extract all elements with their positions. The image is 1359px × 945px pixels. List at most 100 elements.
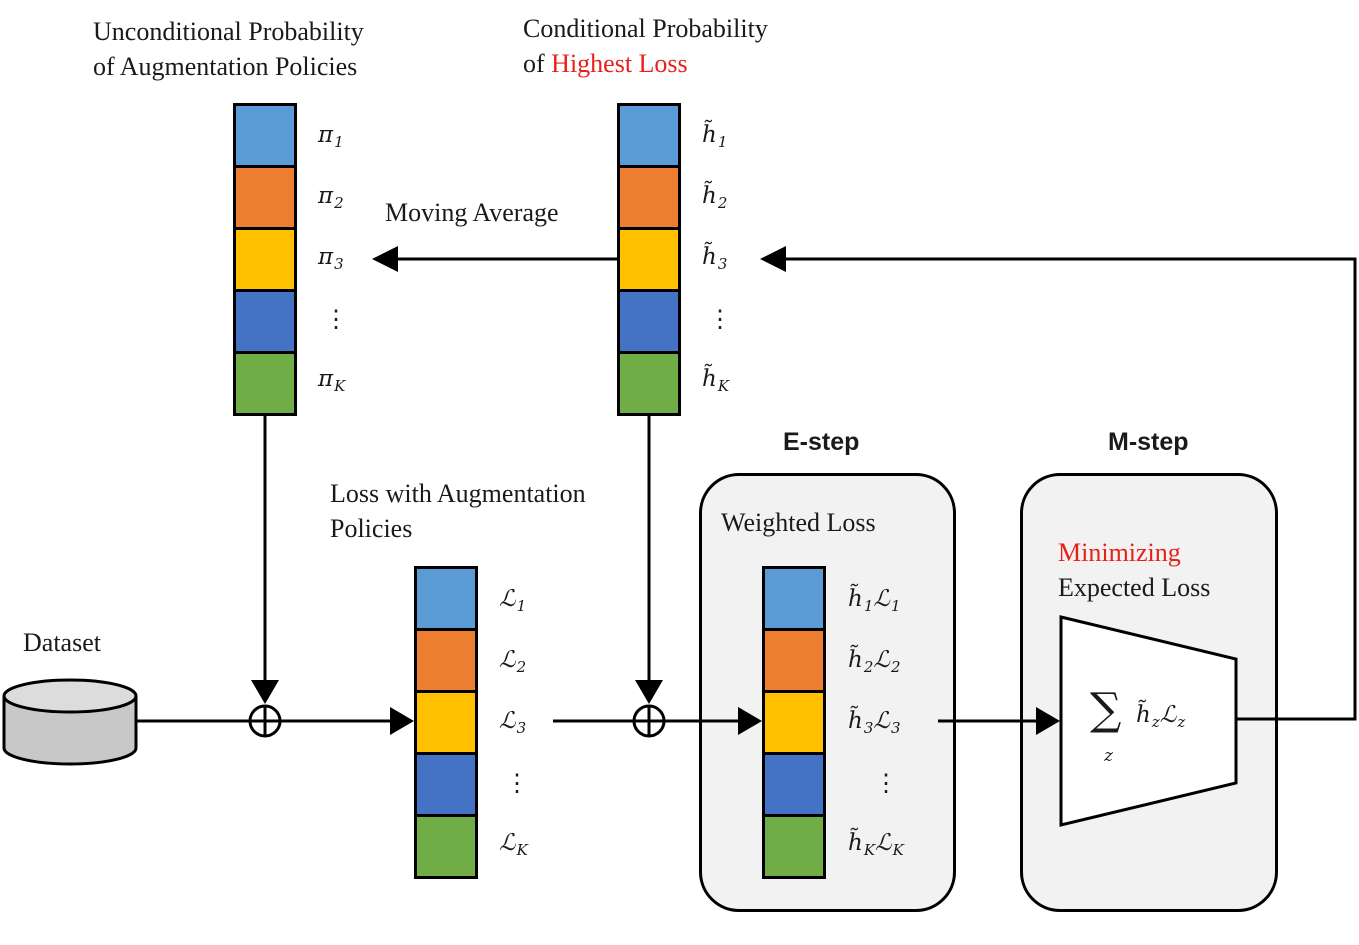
loss-stack (414, 566, 478, 879)
weighted-l-2: ℒ (873, 647, 890, 673)
m-step-title: M-step (1108, 428, 1189, 456)
h-sym-4: ⋮ (708, 305, 732, 333)
h-cell-3 (620, 230, 678, 292)
loss-sym-4: ⋮ (505, 769, 529, 797)
weighted-label-4: ⋮ (874, 769, 900, 800)
weighted-loss-label: Weighted Loss (721, 508, 876, 537)
loss-label-3: ℒ3 (499, 708, 526, 737)
pi-label-5: πK (318, 366, 345, 395)
weighted-cell-1 (765, 569, 823, 631)
h-sym-2: h̃ (702, 183, 717, 209)
weighted-label-5: h̃KℒK (848, 830, 904, 859)
pi-sym-4: ⋮ (324, 305, 348, 333)
h-sub-2: 2 (717, 194, 728, 212)
unconditional-caption-line-1: Unconditional Probability (93, 17, 364, 46)
e-step-title: E-step (783, 428, 860, 456)
weighted-arrowhead (738, 707, 762, 735)
h-stack (617, 103, 681, 416)
h-label-5: h̃K (702, 366, 729, 395)
weighted-h-sub-5: K (863, 841, 876, 859)
conditional-caption-prefix: of (523, 49, 552, 78)
weighted-l-sub-5: K (892, 841, 904, 859)
pi-sym-1: π (318, 122, 334, 148)
weighted-h-2: h̃ (848, 647, 863, 673)
h-label-1: h̃1 (702, 122, 727, 151)
pi-sub-3: 3 (334, 255, 344, 273)
weighted-label-1: h̃1ℒ1 (848, 586, 901, 615)
h-cell-1 (620, 106, 678, 168)
loss-cell-4 (417, 755, 475, 817)
h-cell-2 (620, 168, 678, 230)
weighted-l-sub-3: 3 (890, 719, 901, 737)
pi-cell-5 (236, 354, 294, 413)
loss-sub-5: K (516, 841, 528, 859)
feedback-arrowhead (760, 246, 786, 272)
pi-stack (233, 103, 297, 416)
loss-sub-3: 3 (516, 719, 527, 737)
pi-label-3: π3 (318, 244, 344, 273)
minimizing-expected-loss-caption: Minimizing Expected Loss (1058, 535, 1210, 605)
dataset-cylinder-icon (2, 678, 138, 766)
loss-cell-1 (417, 569, 475, 631)
pi-sym-3: π (318, 244, 334, 270)
pi-sub-1: 1 (334, 133, 344, 151)
weighted-l-sub-2: 2 (890, 658, 901, 676)
conditional-probability-caption: Conditional Probability of Highest Loss (523, 11, 768, 81)
weighted-h-4: ⋮ (874, 769, 898, 797)
loss-label-2: ℒ2 (499, 647, 526, 676)
weighted-cell-3 (765, 693, 823, 755)
pi-sym-2: π (318, 183, 334, 209)
moving-average-label: Moving Average (385, 198, 559, 227)
pi-sub-2: 2 (334, 194, 344, 212)
weighted-cell-4 (765, 755, 823, 817)
pi-down-arrowhead (251, 680, 279, 704)
h-cell-4 (620, 292, 678, 354)
unconditional-caption-line-2: of Augmentation Policies (93, 52, 358, 81)
sum-term-h-sub: z (1151, 713, 1160, 731)
h-down-arrowhead (635, 680, 663, 704)
conditional-caption-line-1: Conditional Probability (523, 14, 768, 43)
weighted-h-3: h̃ (848, 708, 863, 734)
expected-loss-label: Expected Loss (1058, 573, 1211, 602)
weighted-h-sub-1: 1 (863, 597, 874, 615)
loss-cell-5 (417, 817, 475, 876)
weighted-h-5: h̃ (848, 830, 863, 856)
weighted-h-1: h̃ (848, 586, 863, 612)
minimizing-label: Minimizing (1058, 538, 1181, 567)
weighted-l-5: ℒ (875, 830, 892, 856)
loss-label-5: ℒK (499, 830, 528, 859)
pi-cell-1 (236, 106, 294, 168)
loss-sub-2: 2 (516, 658, 527, 676)
weighted-l-sub-1: 1 (890, 597, 901, 615)
h-sym-5: h̃ (702, 366, 717, 392)
pi-label-2: π2 (318, 183, 344, 212)
loss-cell-3 (417, 693, 475, 755)
highest-loss-highlight: Highest Loss (551, 49, 688, 78)
dataset-label: Dataset (23, 628, 101, 657)
loss-with-augmentation-caption: Loss with Augmentation Policies (330, 476, 586, 546)
pi-label-4: ⋮ (324, 305, 349, 336)
h-sub-1: 1 (717, 133, 728, 151)
loss-sub-1: 1 (516, 597, 527, 615)
sum-term-l-sub: z (1177, 713, 1186, 731)
pi-cell-3 (236, 230, 294, 292)
weighted-l-3: ℒ (873, 708, 890, 734)
weighted-label-2: h̃2ℒ2 (848, 647, 901, 676)
loss-sym-3: ℒ (499, 708, 516, 734)
loss-sym-5: ℒ (499, 830, 516, 856)
weighted-h-sub-2: 2 (863, 658, 874, 676)
h-label-4: ⋮ (708, 305, 733, 336)
loss-caption-line-2: Policies (330, 514, 413, 543)
pi-sym-5: π (318, 366, 334, 392)
loss-caption-line-1: Loss with Augmentation (330, 479, 586, 508)
moving-average-arrowhead (372, 246, 398, 272)
sigma-index: z (1104, 746, 1113, 766)
weighted-cell-2 (765, 631, 823, 693)
weighted-stack (762, 566, 826, 879)
weighted-label-3: h̃3ℒ3 (848, 708, 901, 737)
loss-sym-1: ℒ (499, 586, 516, 612)
weighting-node-icon (632, 704, 666, 738)
weighted-l-1: ℒ (873, 586, 890, 612)
